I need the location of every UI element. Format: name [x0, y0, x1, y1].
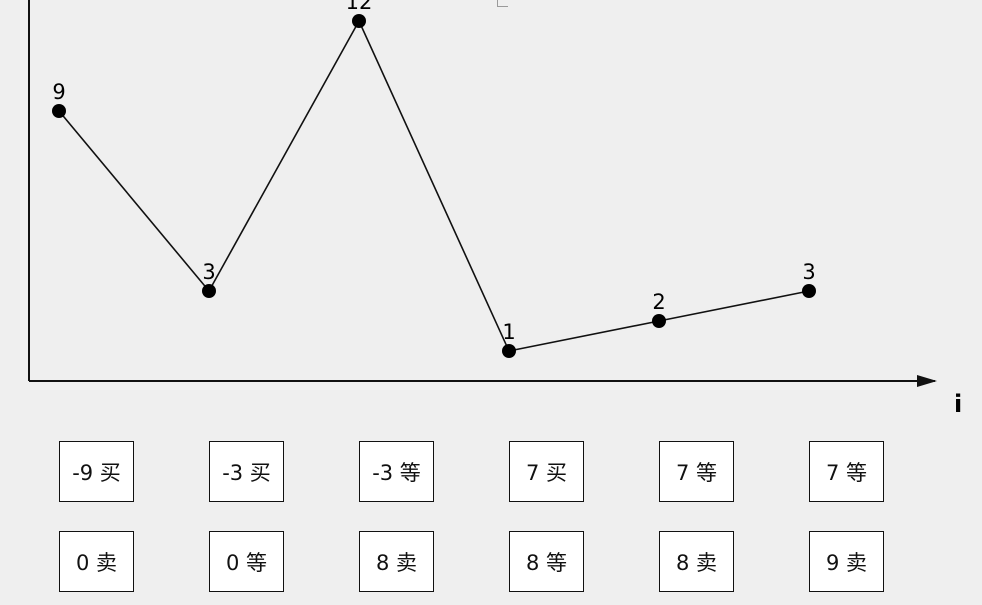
row1-cell-5: 7 等	[659, 441, 734, 502]
data-point-2	[202, 284, 216, 298]
cursor-icon	[497, 0, 508, 7]
row2-cell-3: 8 卖	[359, 531, 434, 592]
row1-cell-6: 7 等	[809, 441, 884, 502]
point-label-1: 9	[52, 80, 65, 104]
point-label-5: 2	[652, 290, 665, 314]
data-point-5	[652, 314, 666, 328]
data-points	[52, 14, 816, 358]
point-label-6: 3	[802, 260, 815, 284]
row1-cell-3: -3 等	[359, 441, 434, 502]
data-point-6	[802, 284, 816, 298]
row2-cell-4: 8 等	[509, 531, 584, 592]
row2-cell-2: 0 等	[209, 531, 284, 592]
row1-cell-1: -9 买	[59, 441, 134, 502]
row2-cell-5: 8 卖	[659, 531, 734, 592]
row1-cell-4: 7 买	[509, 441, 584, 502]
data-point-3	[352, 14, 366, 28]
x-axis-label: i	[954, 390, 962, 418]
row1-cell-2: -3 买	[209, 441, 284, 502]
data-point-4	[502, 344, 516, 358]
point-label-2: 3	[202, 260, 215, 284]
row2-cell-6: 9 卖	[809, 531, 884, 592]
row2-cell-1: 0 卖	[59, 531, 134, 592]
series-line	[58, 19, 810, 352]
data-point-1	[52, 104, 66, 118]
point-label-4: 1	[502, 320, 515, 344]
point-label-3: 12	[346, 0, 373, 14]
